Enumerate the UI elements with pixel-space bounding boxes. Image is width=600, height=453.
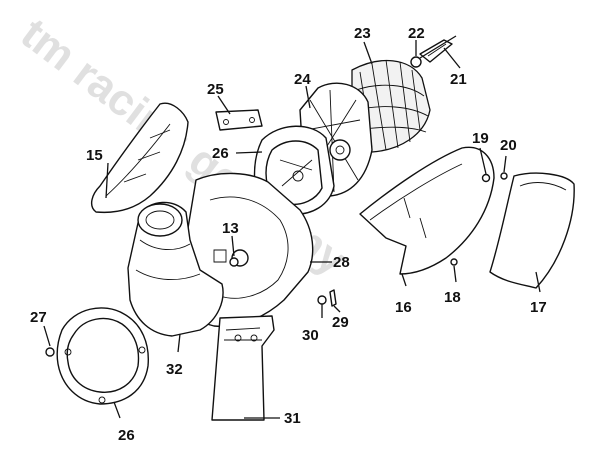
wing-nut-assembly — [410, 35, 457, 68]
left-side-cover — [90, 102, 189, 214]
cover-plate — [215, 109, 263, 131]
mud-flap — [211, 315, 275, 421]
bolt-29 — [329, 289, 337, 307]
intake-seal-ring — [56, 307, 149, 405]
callout-labels: 23 22 21 24 25 26 15 13 28 19 20 16 18 1… — [30, 25, 547, 444]
callout-26-lower: 26 — [118, 427, 135, 444]
bolt-19 — [481, 173, 491, 183]
callout-18: 18 — [444, 289, 461, 306]
bolt-18 — [450, 258, 458, 266]
leader-lines — [43, 40, 541, 419]
callout-16: 16 — [395, 299, 412, 316]
callout-31: 31 — [284, 410, 301, 427]
callout-15: 15 — [86, 147, 103, 164]
washer-30 — [317, 295, 327, 305]
callout-32: 32 — [166, 361, 183, 378]
side-number-plate — [489, 172, 575, 289]
callout-26-upper: 26 — [212, 145, 229, 162]
callout-24: 24 — [294, 71, 311, 88]
callout-17: 17 — [530, 299, 547, 316]
small-fasteners — [45, 172, 508, 357]
washer-20 — [500, 172, 508, 180]
callout-22: 22 — [408, 25, 425, 42]
callout-29: 29 — [332, 314, 349, 331]
callout-28: 28 — [333, 254, 350, 271]
bolt-13 — [229, 257, 239, 267]
callout-30: 30 — [302, 327, 319, 344]
callout-20: 20 — [500, 137, 517, 154]
callout-19: 19 — [472, 130, 489, 147]
callout-23: 23 — [354, 25, 371, 42]
callout-13: 13 — [222, 220, 239, 237]
intake-boot — [127, 201, 224, 337]
callout-25: 25 — [207, 81, 224, 98]
right-side-cover — [359, 146, 495, 275]
callout-21: 21 — [450, 71, 467, 88]
callout-27: 27 — [30, 309, 47, 326]
nut-27 — [45, 347, 55, 357]
